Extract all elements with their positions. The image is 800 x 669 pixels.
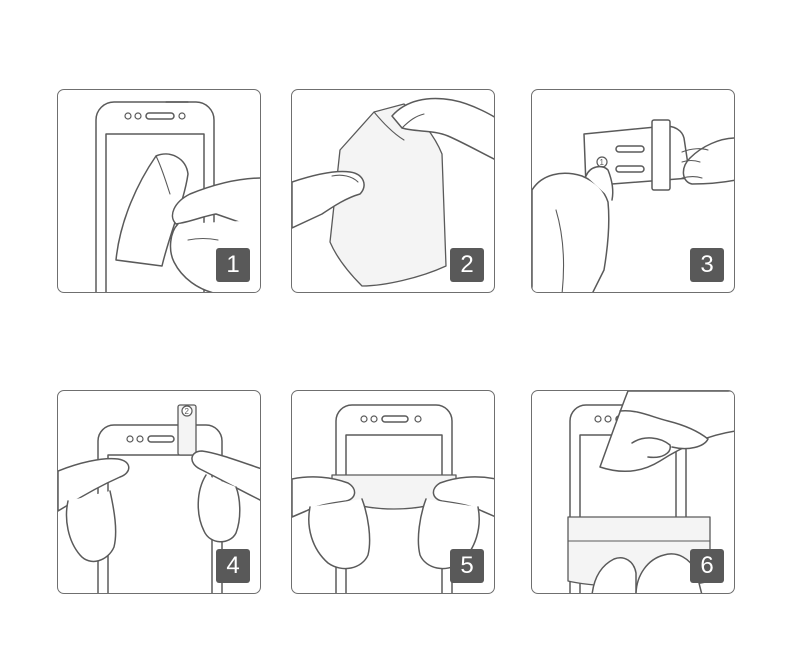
- step-4-panel: 2 4: [57, 390, 261, 594]
- step-number-badge: 5: [450, 549, 484, 583]
- step-number-badge: 3: [690, 248, 724, 282]
- step-number-badge: 2: [450, 248, 484, 282]
- smooth-bubbles-illustration: [567, 391, 734, 593]
- step-number-badge: 1: [216, 248, 250, 282]
- step-5-panel: 5: [291, 390, 495, 594]
- step-1-panel: 1: [57, 89, 261, 293]
- sticker-number-label: 1: [600, 158, 605, 167]
- step-number-badge: 4: [216, 549, 250, 583]
- step-number-badge: 6: [690, 549, 724, 583]
- step-3-panel: 1 3: [531, 89, 735, 293]
- step-6-panel: 6: [531, 390, 735, 594]
- remove-dust-sticker-illustration: 1: [532, 119, 734, 292]
- apply-protector-illustration: [292, 404, 494, 593]
- sticker-number-label: 2: [185, 407, 190, 416]
- step-2-panel: 2: [291, 89, 495, 293]
- peel-protector-illustration: [292, 97, 494, 287]
- align-protector-illustration: 2: [58, 404, 260, 593]
